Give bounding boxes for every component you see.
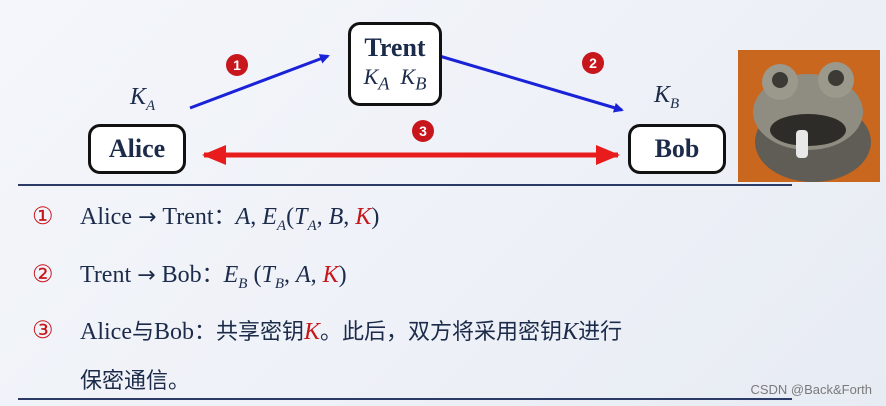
- step-1: ① Alice→Trent：A, EA(TA, B, K): [32, 199, 379, 235]
- arrow-trent-to-bob: [435, 53, 624, 113]
- divider-bottom: [18, 398, 792, 400]
- step-badge-2: 2: [582, 52, 604, 74]
- arrow-alice-to-trent: [189, 54, 330, 110]
- step-2-text: Trent→Bob：EB (TB, A, K): [80, 262, 347, 292]
- step-3: ③ Alice与Bob：共享密钥K。此后，双方将采用密钥K进行: [32, 314, 622, 346]
- step-3-text: Alice与Bob：共享密钥K。此后，双方将采用密钥K进行: [80, 319, 623, 345]
- frog-figurine-photo: [738, 50, 880, 182]
- step-1-marker: ①: [32, 204, 54, 231]
- step-3-continuation: 保密通信。: [80, 369, 191, 394]
- trent-node: Trent KA KB: [348, 22, 442, 106]
- bob-label: Bob: [654, 134, 700, 163]
- step-3-marker: ③: [32, 317, 54, 344]
- bob-node: Bob: [628, 124, 726, 174]
- step-badge-1: 1: [226, 54, 248, 76]
- alice-node: Alice: [88, 124, 186, 174]
- watermark: CSDN @Back&Forth: [750, 382, 872, 397]
- step-2-marker: ②: [32, 262, 54, 289]
- alice-key: KA: [130, 84, 156, 114]
- step-badge-3: 3: [412, 120, 434, 142]
- alice-label: Alice: [108, 134, 166, 163]
- divider-top: [18, 184, 792, 186]
- trent-label: Trent: [364, 32, 426, 62]
- step-1-text: Alice→Trent：A, EA(TA, B, K): [80, 204, 380, 234]
- step-2: ② Trent→Bob：EB (TB, A, K): [32, 257, 347, 293]
- trent-keys: KA KB: [363, 63, 427, 94]
- bob-key: KB: [654, 82, 680, 112]
